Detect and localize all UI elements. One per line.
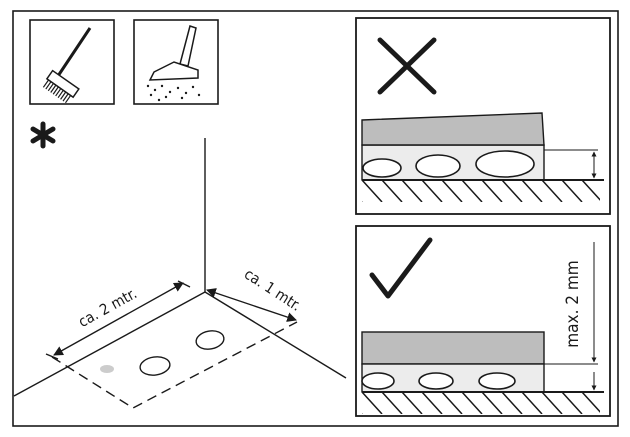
- floor-stones: [100, 330, 225, 376]
- max-gap-label: max. 2 mm: [563, 260, 583, 347]
- checkmark-icon: [369, 237, 433, 299]
- dimension-long: [45, 280, 191, 360]
- correct-example-panel: max. 2 mm: [355, 225, 611, 417]
- room-corner: [13, 138, 347, 397]
- vacuum-cleaner-icon: [133, 19, 219, 105]
- distance-short-label: ca. 1 mtr.: [241, 265, 304, 315]
- distance-long-label: ca. 2 mtr.: [75, 284, 140, 331]
- dimension-short: [206, 288, 297, 322]
- broom-icon: [29, 19, 115, 105]
- cross-icon: [377, 37, 437, 95]
- outer-border: [12, 10, 619, 427]
- incorrect-example-panel: [355, 17, 611, 215]
- asterisk-icon: [30, 121, 56, 149]
